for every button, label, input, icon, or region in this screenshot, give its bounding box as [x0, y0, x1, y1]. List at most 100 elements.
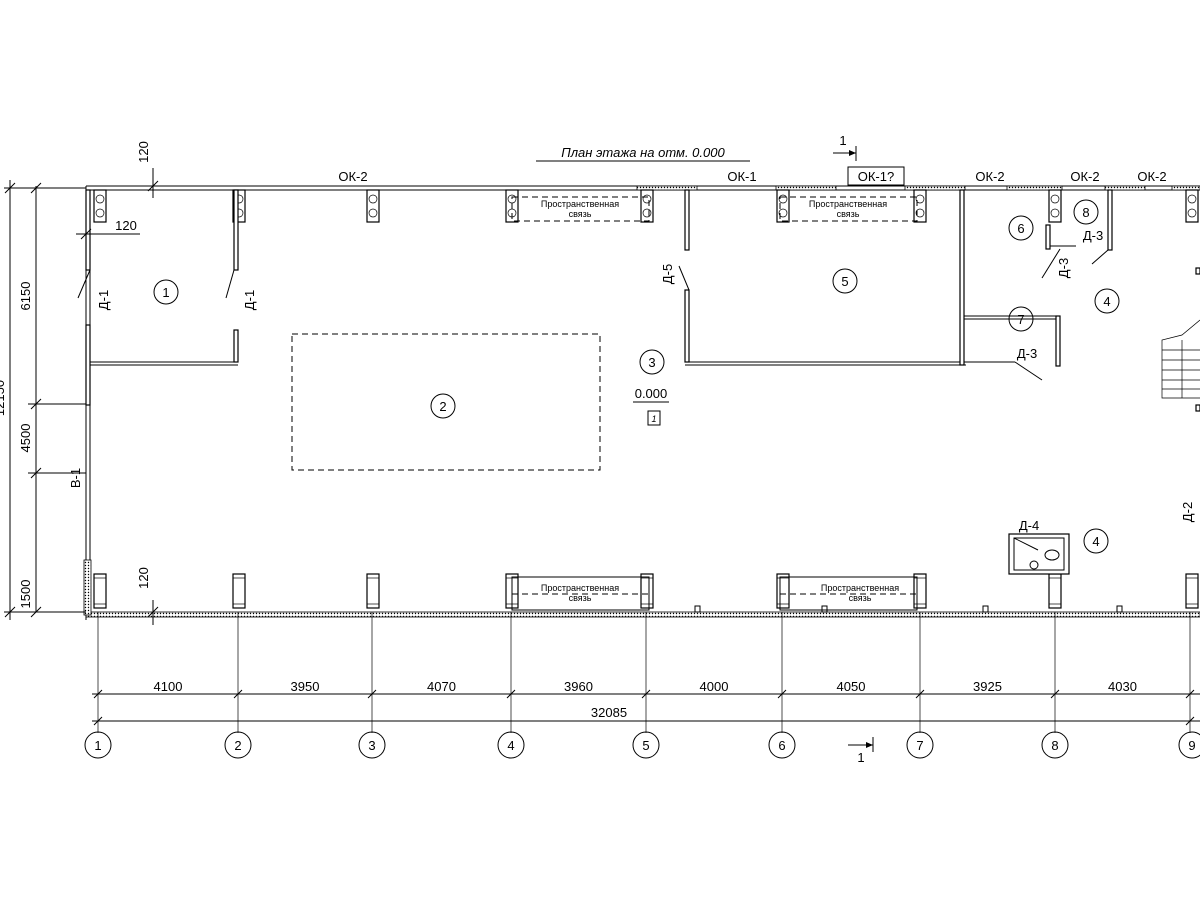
svg-text:3: 3: [648, 355, 655, 370]
column-top: [93, 189, 107, 223]
svg-text:Д-4: Д-4: [1019, 518, 1039, 533]
svg-text:Д-2: Д-2: [1180, 502, 1195, 522]
plan-title: План этажа на отм. 0.000: [561, 145, 725, 160]
svg-text:5: 5: [841, 274, 848, 289]
room-marker-1: 1: [153, 279, 179, 305]
v1-label: В-1: [68, 468, 83, 488]
svg-text:Д-3: Д-3: [1083, 228, 1103, 243]
svg-text:7: 7: [916, 738, 923, 753]
svg-text:4: 4: [1092, 534, 1099, 549]
column-top: [640, 189, 654, 223]
room-marker-3: 3: [639, 349, 665, 375]
room-markers: 1 2 3 4 5 6 7 8 4: [153, 199, 1120, 554]
room-marker-4: 4: [1094, 288, 1120, 314]
svg-text:5: 5: [642, 738, 649, 753]
svg-text:1: 1: [651, 414, 656, 424]
room-1-walls: Д-1 Д-1: [77, 189, 257, 406]
window-label-ok2-b: ОК-2: [975, 169, 1004, 184]
window-label-ok2: ОК-2: [338, 169, 367, 184]
level-mark: 0.000 1: [633, 386, 669, 426]
dim-bottom-4: 3960: [564, 679, 593, 694]
wc-unit: Д-4: [1008, 518, 1070, 575]
dim-bottom-3: 4070: [427, 679, 456, 694]
columns-bottom: [93, 573, 1199, 609]
column-top: [1185, 189, 1199, 223]
svg-text:7: 7: [1017, 312, 1024, 327]
svg-text:1: 1: [94, 738, 101, 753]
dim-bottom-total: 32085: [591, 705, 627, 720]
svg-text:связь: связь: [569, 593, 592, 603]
svg-text:Пространственная: Пространственная: [541, 199, 619, 209]
svg-text:9: 9: [1188, 738, 1195, 753]
dim-bottom-6: 4050: [837, 679, 866, 694]
dim-bottom-8: 4030: [1108, 679, 1137, 694]
zone-2-outline: [291, 333, 601, 471]
dim-left-total: 12150: [0, 380, 7, 416]
room-5-walls: Д-5: [660, 189, 966, 366]
window-label-ok1: ОК-1: [727, 169, 756, 184]
axis-marker-9: 9: [1178, 731, 1200, 759]
section-mark-top: 1: [833, 133, 857, 161]
svg-text:Д-1: Д-1: [242, 290, 257, 310]
left-dimensions: 6150 4500 1500 12150: [0, 180, 86, 620]
column-bottom: [93, 573, 107, 609]
room-marker-wc: 4: [1083, 528, 1109, 554]
bracing-bottom-2: Пространственная связь: [779, 576, 918, 611]
axis-marker-3: 3: [358, 731, 386, 759]
svg-text:2: 2: [439, 399, 446, 414]
axis-marker-8: 8: [1041, 731, 1069, 759]
svg-text:8: 8: [1082, 205, 1089, 220]
svg-text:связь: связь: [569, 209, 592, 219]
svg-text:6: 6: [778, 738, 785, 753]
svg-text:120: 120: [136, 567, 151, 589]
svg-text:120: 120: [115, 218, 137, 233]
svg-text:Д-1: Д-1: [96, 290, 111, 310]
svg-text:6: 6: [1017, 221, 1024, 236]
svg-text:2: 2: [234, 738, 241, 753]
svg-text:Пространственная: Пространственная: [821, 583, 899, 593]
svg-text:8: 8: [1051, 738, 1058, 753]
room-marker-2: 2: [430, 393, 456, 419]
axis-marker-2: 2: [224, 731, 252, 759]
svg-text:Пространственная: Пространственная: [809, 199, 887, 209]
axis-marker-5: 5: [632, 731, 660, 759]
axis-markers: 1 2 3 4 5 6 7 8 9: [84, 731, 1200, 759]
svg-text:Д-5: Д-5: [660, 264, 675, 284]
svg-text:4: 4: [1103, 294, 1110, 309]
svg-text:ОК-1?: ОК-1?: [858, 169, 894, 184]
axis-marker-6: 6: [768, 731, 796, 759]
service-rooms-walls: Д-3 Д-3 Д-3: [964, 189, 1113, 381]
column-bottom: [776, 573, 790, 609]
bracing-top-1: Пространственная связь: [511, 196, 650, 222]
svg-text:120: 120: [136, 141, 151, 163]
window-label-ok1q: ОК-1?: [847, 166, 905, 186]
axis-marker-7: 7: [906, 731, 934, 759]
svg-text:Д-3: Д-3: [1017, 346, 1037, 361]
column-bottom: [913, 573, 927, 609]
room-marker-5: 5: [832, 268, 858, 294]
dim-left-1: 6150: [18, 282, 33, 311]
svg-text:4: 4: [507, 738, 514, 753]
svg-text:Пространственная: Пространственная: [541, 583, 619, 593]
dim-left-2: 4500: [18, 424, 33, 453]
svg-text:связь: связь: [837, 209, 860, 219]
svg-text:1: 1: [857, 750, 864, 765]
axis-marker-4: 4: [497, 731, 525, 759]
window-label-ok2-c: ОК-2: [1070, 169, 1099, 184]
stair: Д-2: [1161, 267, 1200, 522]
pilasters-bottom: [694, 605, 1123, 613]
column-bottom: [232, 573, 246, 609]
svg-text:1: 1: [839, 133, 846, 148]
dim-left-3: 1500: [18, 580, 33, 609]
column-bottom: [1048, 573, 1062, 609]
column-bottom: [640, 573, 654, 609]
column-top: [1048, 189, 1062, 223]
svg-text:Д-3: Д-3: [1056, 258, 1071, 278]
column-bottom: [366, 573, 380, 609]
svg-text:1: 1: [162, 285, 169, 300]
room-marker-6: 6: [1008, 215, 1034, 241]
svg-text:связь: связь: [849, 593, 872, 603]
dim-bottom-7: 3925: [973, 679, 1002, 694]
